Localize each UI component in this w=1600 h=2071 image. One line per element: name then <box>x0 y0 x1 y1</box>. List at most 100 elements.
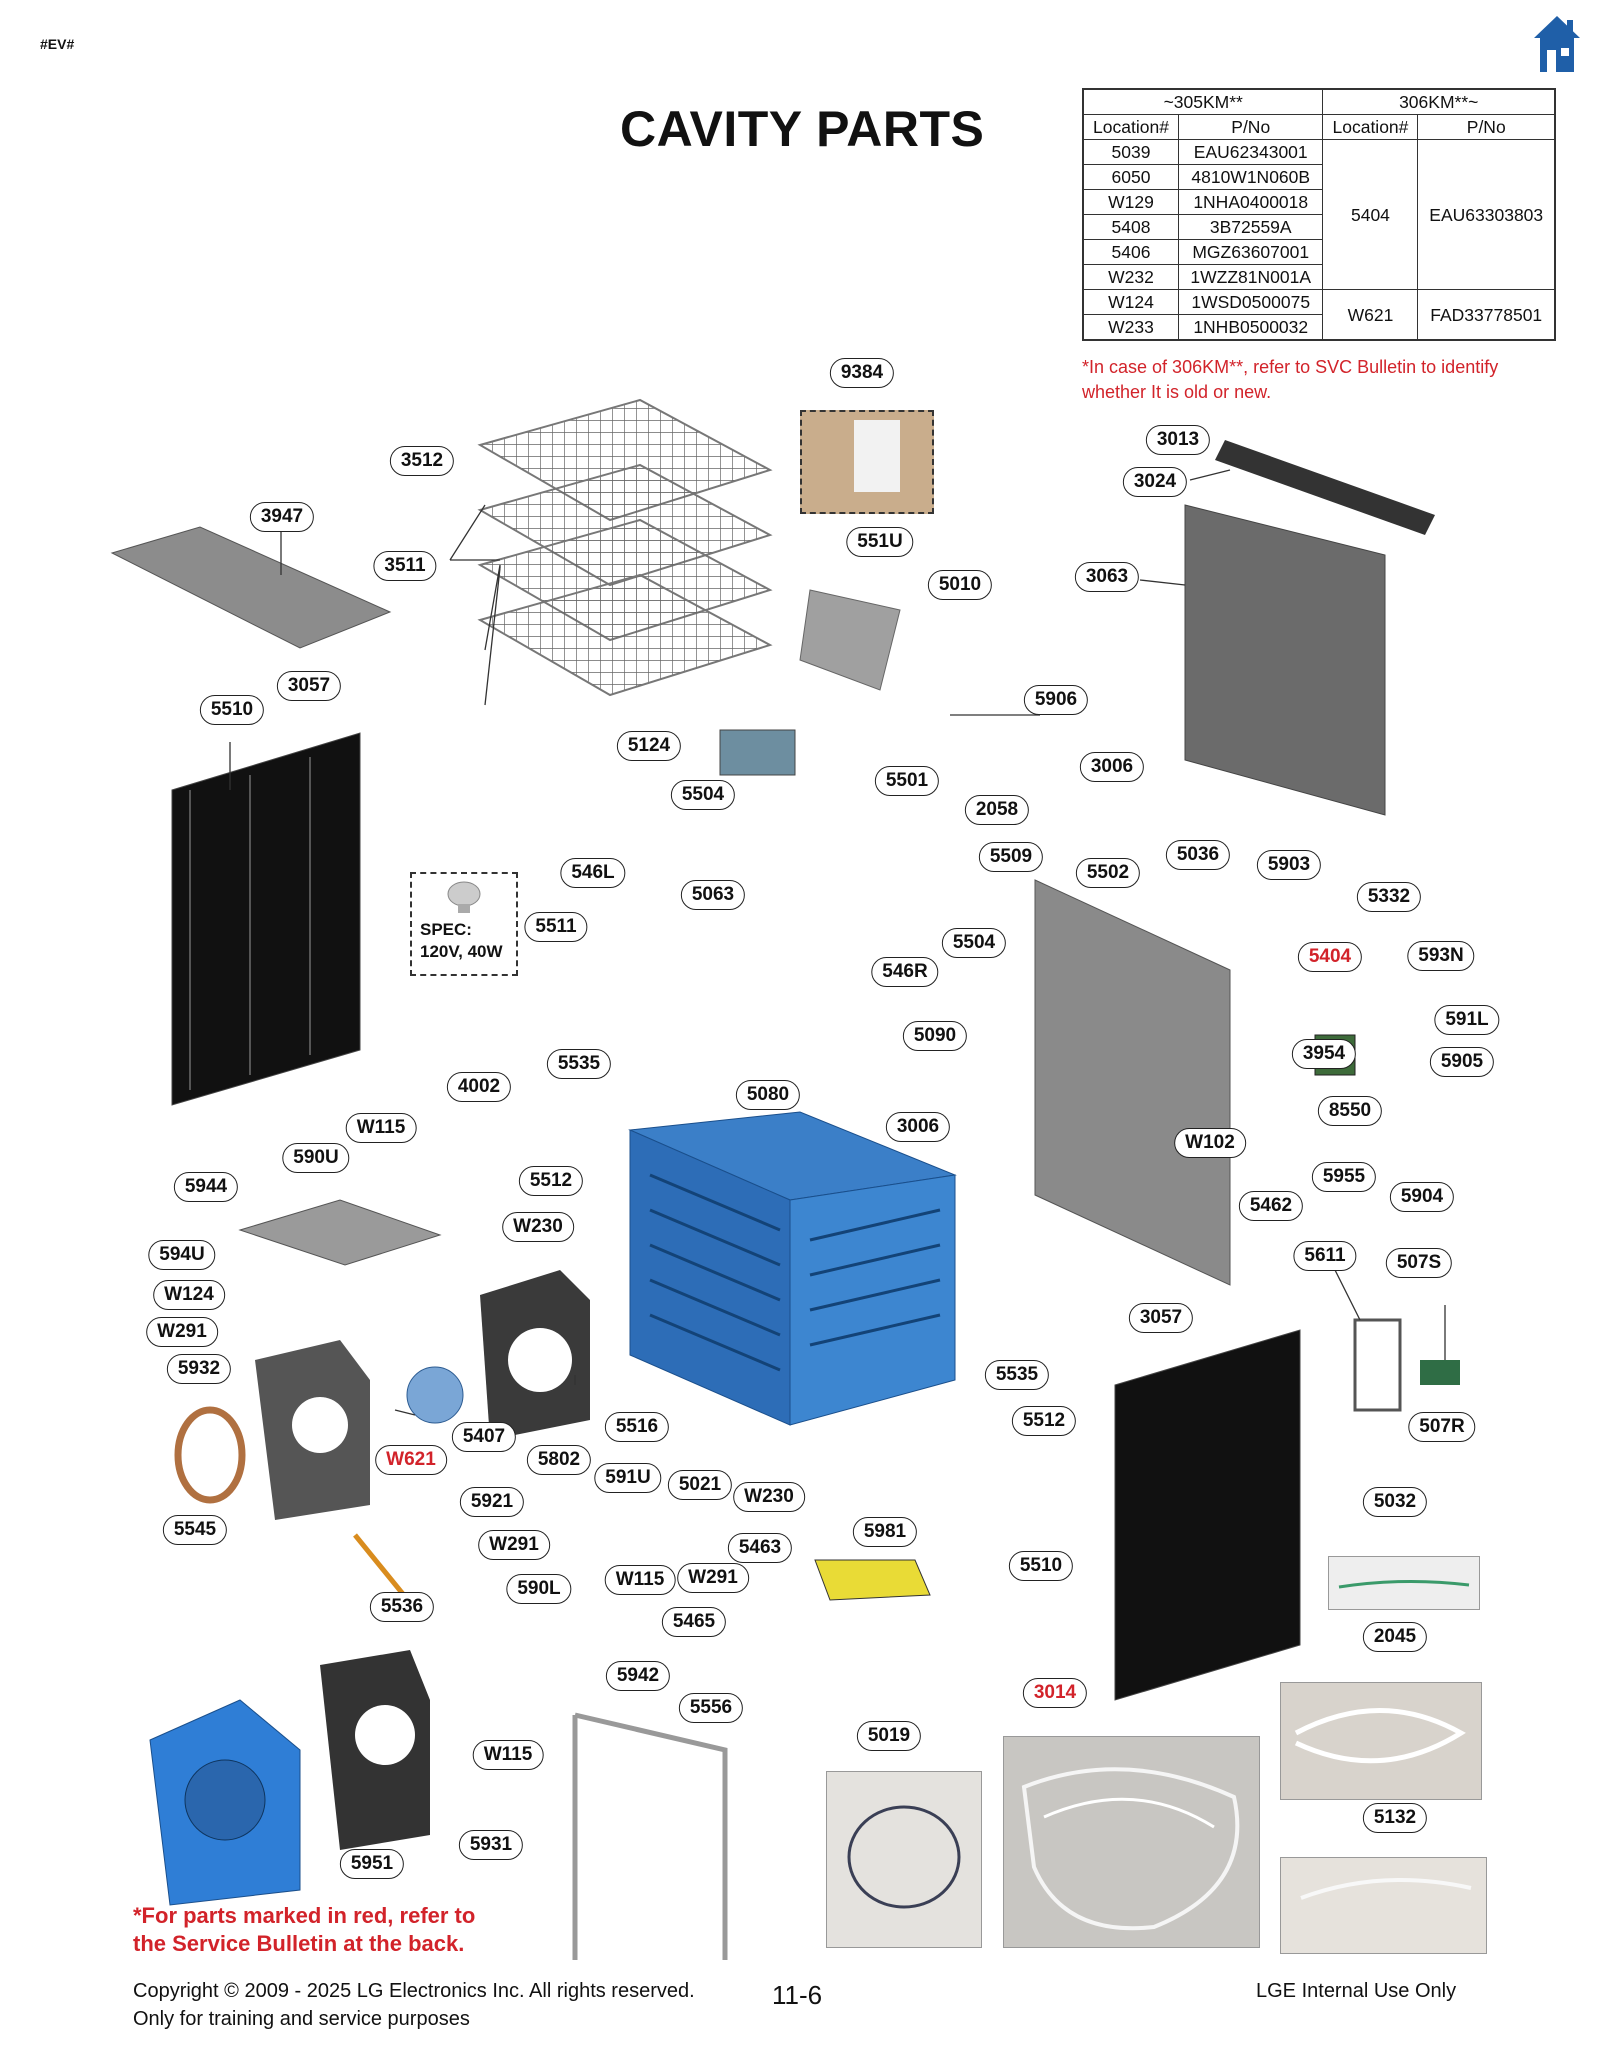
display-board <box>1420 1360 1460 1385</box>
convection-fan <box>406 1366 464 1424</box>
callout-9384: 9384 <box>829 358 895 388</box>
callout-5903: 5903 <box>1256 850 1322 880</box>
page-title: CAVITY PARTS <box>620 101 985 157</box>
rear-panel <box>1184 504 1386 816</box>
callout-546r: 546R <box>871 957 939 987</box>
callout-w291: W291 <box>478 1530 550 1560</box>
bake-element <box>572 1712 728 1960</box>
callout-3063: 3063 <box>1074 562 1140 592</box>
copyright: Copyright © 2009 - 2025 LG Electronics I… <box>133 1980 695 2002</box>
callout-5802: 5802 <box>526 1445 592 1475</box>
callout-5463: 5463 <box>727 1533 793 1563</box>
side-panel-left <box>171 732 361 1106</box>
bulb-icon <box>447 881 481 913</box>
callout-w291: W291 <box>146 1317 218 1347</box>
top-bracket <box>1215 440 1435 535</box>
cell-pno: FAD33778501 <box>1417 289 1556 341</box>
callout-w230: W230 <box>502 1212 574 1242</box>
callout-5465: 5465 <box>661 1607 727 1637</box>
callout-5904: 5904 <box>1389 1182 1455 1212</box>
callout-3947: 3947 <box>249 502 315 532</box>
callout-507s: 507S <box>1385 1248 1453 1278</box>
callout-5535: 5535 <box>546 1049 612 1079</box>
callout-5545: 5545 <box>162 1515 228 1545</box>
cell-pno: 4810W1N060B <box>1177 164 1324 190</box>
callout-5510: 5510 <box>1008 1551 1074 1581</box>
cell-location: W232 <box>1082 264 1179 290</box>
callout-3954: 3954 <box>1291 1039 1357 1069</box>
group-old-header: ~305KM** <box>1082 88 1324 115</box>
callout-3013: 3013 <box>1145 425 1211 455</box>
callout-594u: 594U <box>148 1240 216 1270</box>
cell-location: 6050 <box>1082 164 1179 190</box>
callout-3006: 3006 <box>885 1112 951 1142</box>
callout-4002: 4002 <box>446 1072 512 1102</box>
callout-5063: 5063 <box>680 880 746 910</box>
cell-pno: 1WSD0500075 <box>1177 289 1324 315</box>
photo-2045 <box>1280 1682 1482 1800</box>
cell-pno: 1NHB0500032 <box>1177 314 1324 341</box>
photo-5019 <box>826 1771 982 1948</box>
callout-w124: W124 <box>153 1280 225 1310</box>
cell-pno: 3B72559A <box>1177 214 1324 240</box>
table-row: W124 1WSD0500075 W621 FAD33778501 <box>1082 289 1556 341</box>
callout-8550: 8550 <box>1317 1096 1383 1126</box>
callout-5906: 5906 <box>1023 685 1089 715</box>
gasket <box>174 1406 246 1504</box>
cell-location: 5404 <box>1322 139 1419 290</box>
callout-2045: 2045 <box>1362 1622 1428 1652</box>
internal-use: LGE Internal Use Only <box>1256 1980 1457 2002</box>
page-number: 11-6 <box>772 1980 823 2010</box>
duct <box>799 589 901 691</box>
callout-591u: 591U <box>594 1463 662 1493</box>
red-parts-note-line: *For parts marked in red, refer to <box>133 1903 476 1928</box>
sensor-plate <box>814 1559 931 1601</box>
callout-5021: 5021 <box>667 1470 733 1500</box>
callout-5932: 5932 <box>166 1354 232 1384</box>
callout-5504: 5504 <box>670 780 736 810</box>
doc-tag: #EV# <box>40 36 75 52</box>
photo-9384 <box>800 410 934 514</box>
callout-5509: 5509 <box>978 842 1044 872</box>
top-plate <box>238 1199 442 1266</box>
callout-5019: 5019 <box>856 1721 922 1751</box>
bulb-spec-box: SPEC: 120V, 40W <box>410 872 518 976</box>
callout-5611: 5611 <box>1293 1241 1357 1271</box>
spec-value: 120V, 40W <box>420 942 503 961</box>
cell-location: 5406 <box>1082 239 1179 265</box>
cell-pno: MGZ63607001 <box>1177 239 1324 265</box>
callout-5036: 5036 <box>1165 840 1231 870</box>
callout-546l: 546L <box>560 858 626 888</box>
callout-5516: 5516 <box>604 1412 670 1442</box>
callout-w115: W115 <box>604 1565 676 1595</box>
callout-5332: 5332 <box>1356 882 1422 912</box>
cell-location: W621 <box>1322 289 1419 341</box>
callout-5931: 5931 <box>458 1830 524 1860</box>
callout-3006: 3006 <box>1079 752 1145 782</box>
callout-5955: 5955 <box>1311 1162 1377 1192</box>
callout-5512: 5512 <box>518 1166 584 1196</box>
part-number-table: ~305KM** 306KM**~ Location# P/No Locatio… <box>1082 88 1556 341</box>
red-parts-note: *For parts marked in red, refer to the S… <box>133 1902 475 1958</box>
home-icon[interactable] <box>1532 14 1582 74</box>
callout-w115: W115 <box>472 1740 544 1770</box>
cell-pno: EAU63303803 <box>1417 139 1556 290</box>
callout-5556: 5556 <box>678 1693 744 1723</box>
callout-5535: 5535 <box>984 1360 1050 1390</box>
callout-5905: 5905 <box>1429 1047 1495 1077</box>
callout-5511: 5511 <box>524 912 588 942</box>
callout-5944: 5944 <box>173 1172 239 1202</box>
callout-5462: 5462 <box>1238 1191 1304 1221</box>
callout-w621: W621 <box>375 1445 447 1475</box>
oven-racks <box>477 463 773 697</box>
front-frame <box>1034 879 1231 1286</box>
cell-location: 5039 <box>1082 139 1179 165</box>
callout-2058: 2058 <box>964 795 1030 825</box>
callout-3057: 3057 <box>1128 1303 1194 1333</box>
callout-5502: 5502 <box>1075 858 1141 888</box>
callout-w230: W230 <box>733 1482 805 1512</box>
photo-3014 <box>1003 1736 1260 1948</box>
cell-location: W129 <box>1082 189 1179 215</box>
